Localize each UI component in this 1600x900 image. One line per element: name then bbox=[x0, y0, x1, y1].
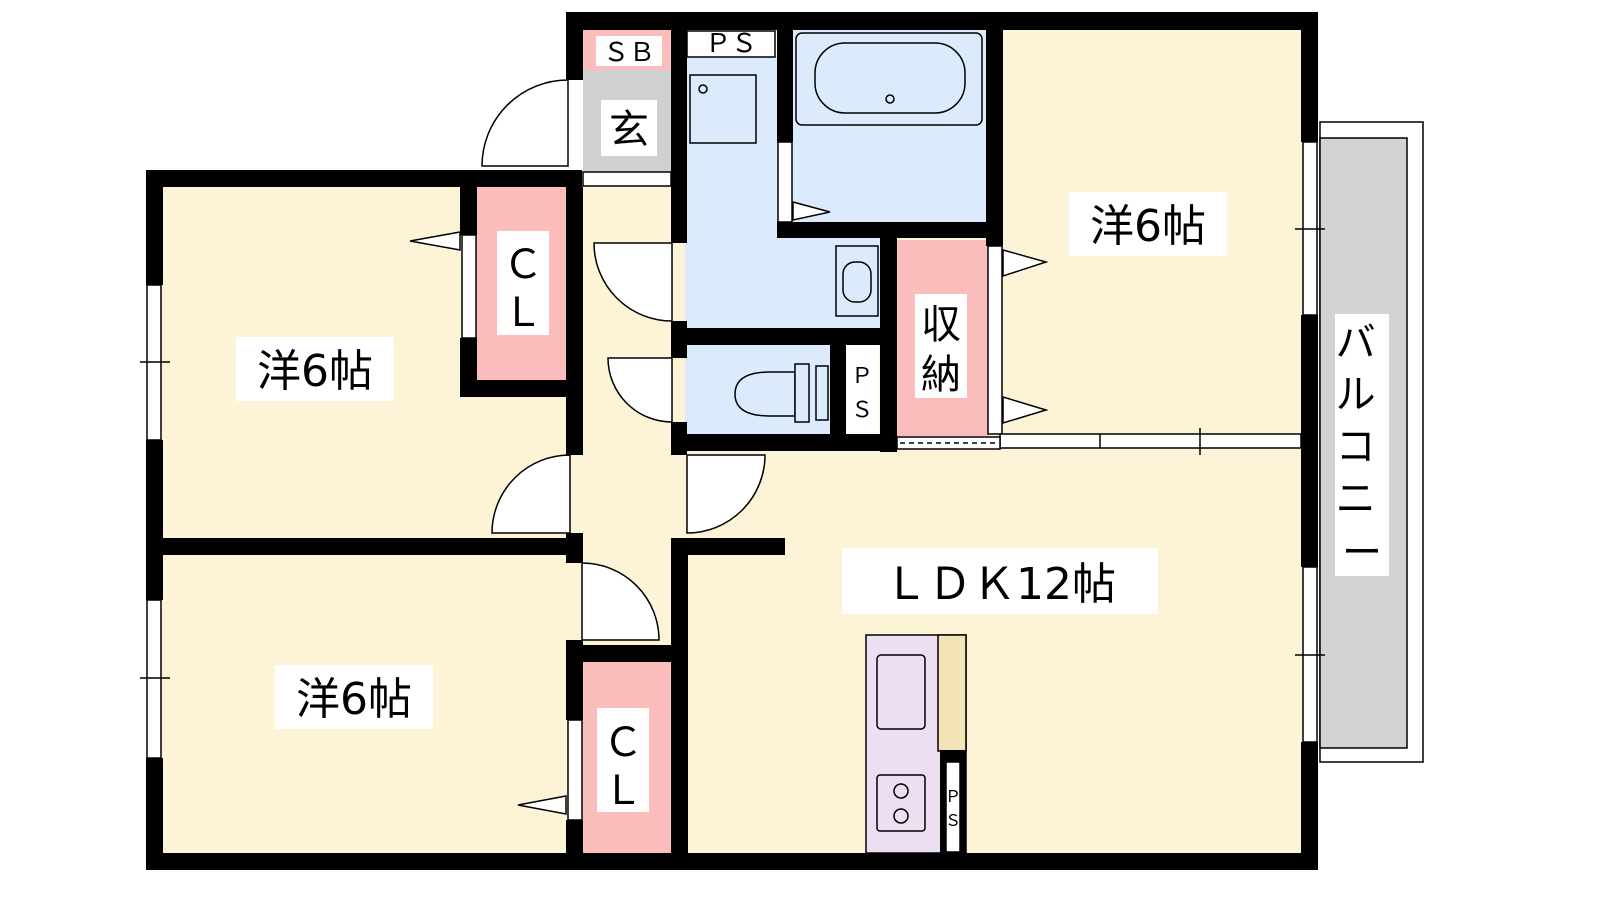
stove-burner-1 bbox=[893, 783, 909, 799]
ldk-door bbox=[686, 454, 766, 534]
wall-toilet-ps bbox=[830, 345, 846, 437]
closet-top-door-panel bbox=[461, 234, 477, 339]
wall-closet-top-bottom bbox=[460, 380, 580, 397]
room-top-left-label: 洋6帖 bbox=[257, 346, 373, 397]
window-ticks bbox=[140, 228, 1325, 679]
room-bottom-left-label: 洋6帖 bbox=[296, 674, 412, 725]
ldk-label: ＬＤＫ12帖 bbox=[884, 559, 1116, 610]
wash-basin-bowl bbox=[842, 261, 872, 303]
washroom-door bbox=[593, 242, 673, 322]
window-left-b bbox=[146, 599, 162, 759]
wall-storage-right-a bbox=[986, 232, 1003, 246]
balcony-label: バ ル コ ニ ー bbox=[1336, 320, 1389, 576]
ps-kitchen-box bbox=[945, 761, 961, 853]
wall-outer-left-c bbox=[146, 758, 163, 870]
wall-wet-divider bbox=[777, 30, 793, 142]
wall-outer-top-left bbox=[146, 170, 582, 187]
bathtub-inner bbox=[814, 42, 966, 114]
closet-bottom-label: ＣＬ bbox=[603, 720, 643, 814]
label-bg-room-tl bbox=[236, 337, 394, 401]
door-swings bbox=[481, 79, 766, 641]
wall-bedroom-divider bbox=[146, 538, 583, 555]
pipe-space-toilet-label: ＰＳ bbox=[851, 364, 873, 423]
closet-bottom-door-panel bbox=[567, 719, 583, 821]
bathtub-drain bbox=[885, 94, 895, 104]
wall-hall-left-a bbox=[566, 187, 583, 455]
toilet-bowl bbox=[734, 371, 796, 417]
ps-top-box bbox=[686, 30, 776, 58]
arrow-bath bbox=[792, 201, 831, 221]
label-bg-entrance bbox=[601, 100, 657, 156]
label-bg-balcony bbox=[1335, 314, 1389, 576]
label-bg-room-r bbox=[1069, 192, 1227, 256]
wall-bath-right bbox=[986, 12, 1003, 242]
wall-shoebox-right bbox=[671, 30, 687, 75]
wall-entrance-left bbox=[566, 12, 583, 80]
stove-burner-2 bbox=[893, 808, 909, 824]
label-bg-cl-bottom bbox=[597, 708, 649, 812]
wall-outer-right-c bbox=[1301, 742, 1318, 870]
wall-bath-bottom bbox=[777, 222, 997, 238]
pipe-space-kitchen-label: ＰＳ bbox=[945, 787, 961, 830]
label-bg-room-bl bbox=[275, 665, 433, 729]
wall-closet-bottom-right bbox=[671, 540, 688, 870]
storage-label: 収納 bbox=[921, 302, 961, 398]
kitchen-side-counter bbox=[937, 634, 967, 752]
entrance-door bbox=[481, 79, 569, 167]
wall-outer-right-b bbox=[1301, 315, 1318, 567]
closet-top-label: ＣＬ bbox=[503, 242, 543, 336]
washing-machine bbox=[689, 74, 757, 144]
wall-washroom-bottom bbox=[671, 328, 897, 345]
arrow-storage-a bbox=[1002, 249, 1049, 278]
storage-door-panel bbox=[987, 245, 1003, 435]
bath-door-panel bbox=[777, 141, 793, 223]
labels: 洋6帖 洋6帖 洋6帖 ＬＤＫ12帖 ＣＬ ＣＬ 収納 玄 ＳＢ ＰＳ ＰＳ Ｐ… bbox=[236, 29, 1389, 830]
toilet-door bbox=[607, 357, 673, 423]
entrance-step bbox=[582, 171, 672, 187]
toilet-tank-back bbox=[815, 365, 829, 421]
room-bottom-left-door bbox=[581, 562, 660, 641]
label-bg-storage bbox=[915, 294, 967, 398]
ldk-partition bbox=[999, 433, 1302, 449]
label-bg-shoebox bbox=[596, 36, 662, 66]
wall-outer-right-a bbox=[1301, 12, 1318, 142]
wall-closet-bottom-top bbox=[566, 645, 686, 662]
wall-hall-left-d bbox=[566, 820, 583, 870]
toilet-tank bbox=[794, 363, 810, 423]
label-bg-ldk bbox=[842, 548, 1158, 614]
wall-closet-top-left-a bbox=[460, 187, 477, 235]
wall-closet-top-left-b bbox=[460, 338, 477, 396]
wall-ldk-stub bbox=[671, 538, 785, 555]
wall-outer-left-a bbox=[146, 170, 163, 285]
arrow-storage-b bbox=[1002, 395, 1049, 425]
wall-hall-right-a bbox=[671, 30, 687, 243]
pipe-space-toilet-floor bbox=[846, 345, 879, 437]
wall-outer-left-b bbox=[146, 440, 163, 600]
wall-storage-left bbox=[880, 232, 897, 452]
arrow-closet-bottom bbox=[517, 795, 567, 815]
label-bg-cl-top bbox=[497, 231, 549, 335]
room-right-label: 洋6帖 bbox=[1090, 201, 1206, 252]
shoebox-label: ＳＢ bbox=[603, 38, 655, 68]
room-top-left-door bbox=[491, 454, 571, 534]
wall-outer-bottom bbox=[146, 853, 1318, 870]
wall-outer-top-right bbox=[566, 12, 1318, 30]
kitchen-sink bbox=[876, 654, 926, 730]
wall-toilet-bottom bbox=[671, 434, 897, 451]
washing-machine-drain bbox=[698, 84, 708, 94]
pipe-space-top-label: ＰＳ bbox=[705, 29, 757, 59]
walls bbox=[146, 12, 1318, 870]
kitchen-stove bbox=[876, 774, 926, 832]
sliding-arrows bbox=[409, 201, 1049, 815]
entrance-label: 玄 bbox=[609, 107, 649, 153]
arrow-closet-top bbox=[409, 231, 461, 251]
